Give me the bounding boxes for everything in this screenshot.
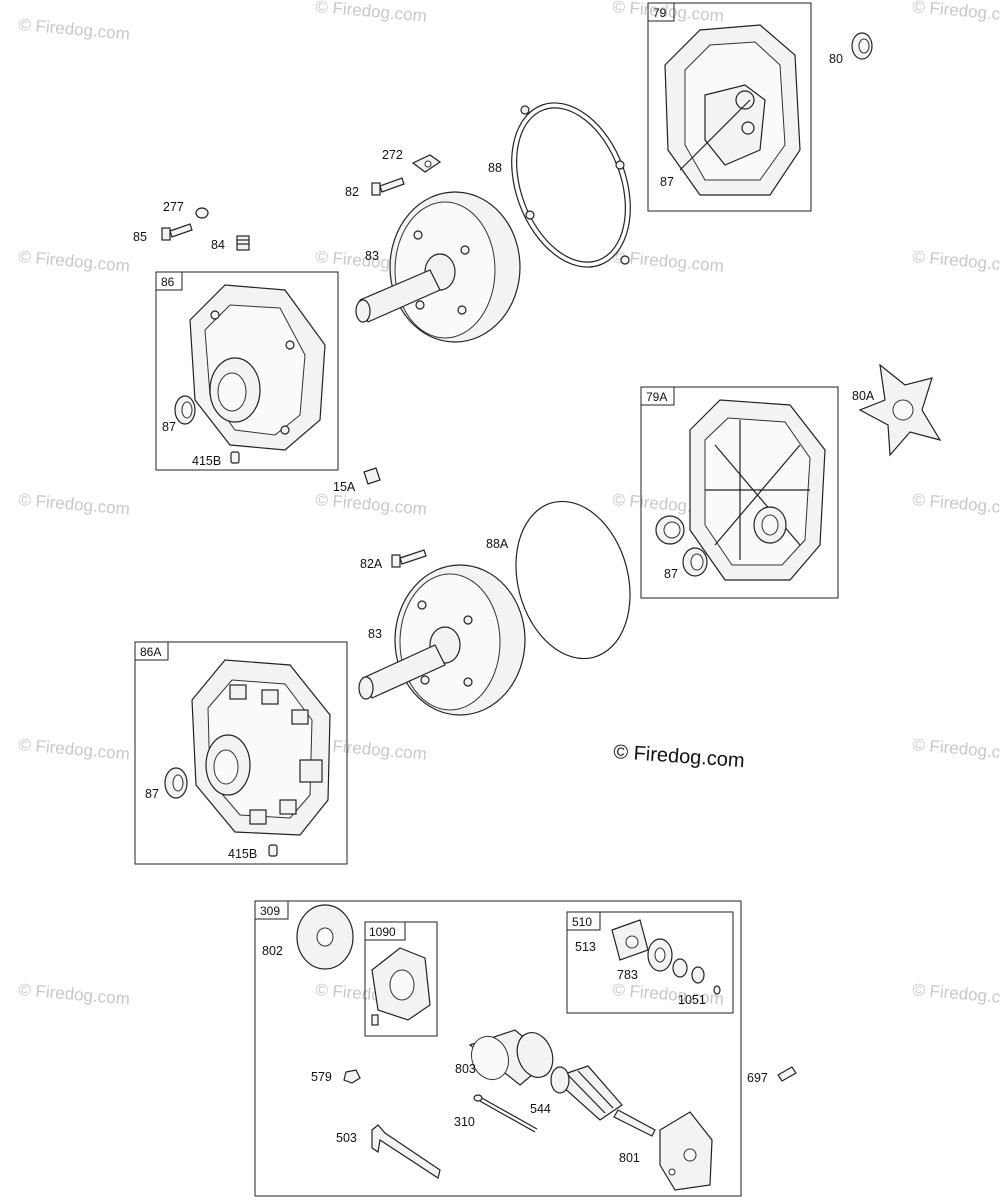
bolt-82a[interactable] xyxy=(391,549,427,568)
label-1051: 1051 xyxy=(678,993,706,1007)
label-272: 272 xyxy=(382,148,403,162)
label-544: 544 xyxy=(530,1102,551,1116)
nut-579[interactable] xyxy=(343,1069,361,1084)
watermark: © Firedog.com xyxy=(912,247,1000,276)
watermark: © Firedog.com xyxy=(18,735,131,764)
label-88: 88 xyxy=(488,161,502,175)
label-697: 697 xyxy=(747,1071,768,1085)
watermark: © Firedog.com xyxy=(18,247,131,276)
box-510[interactable] xyxy=(566,911,734,1014)
watermark: © Firedog.com xyxy=(612,0,725,26)
label-802: 802 xyxy=(262,944,283,958)
watermark: © Firedog.com xyxy=(912,735,1000,764)
bracket-503[interactable] xyxy=(371,1124,441,1179)
seal-87-79a[interactable] xyxy=(682,547,708,577)
gasket-88a[interactable] xyxy=(499,488,647,671)
label-84: 84 xyxy=(211,238,225,252)
watermark: © Firedog.com xyxy=(18,490,131,519)
box-86a[interactable] xyxy=(134,641,348,865)
seal-80[interactable] xyxy=(851,32,873,60)
cover-79a[interactable] xyxy=(689,399,826,581)
label-803: 803 xyxy=(455,1062,476,1076)
watermark: © Firedog.com xyxy=(912,980,1000,1009)
label-82: 82 xyxy=(345,185,359,199)
label-83: 83 xyxy=(365,249,379,263)
plug-84[interactable] xyxy=(236,235,250,251)
label-579: 579 xyxy=(311,1070,332,1084)
washer-272[interactable] xyxy=(411,154,442,173)
disc-802[interactable] xyxy=(296,904,354,970)
bolt-85[interactable] xyxy=(161,223,193,241)
label-87: 87 xyxy=(660,175,674,189)
rotor-83-bottom[interactable] xyxy=(358,564,526,716)
plug-15a[interactable] xyxy=(363,467,381,485)
gear-783[interactable] xyxy=(647,938,673,972)
cover-86a[interactable] xyxy=(191,659,331,836)
watermark-layer: © Firedog.com © Firedog.com © Firedog.co… xyxy=(18,0,1000,1009)
label-85: 85 xyxy=(133,230,147,244)
screw-697[interactable] xyxy=(777,1066,797,1082)
drive-513[interactable] xyxy=(611,919,649,961)
gasket-88[interactable] xyxy=(490,86,652,283)
label-80a: 80A xyxy=(852,389,875,403)
label-87: 87 xyxy=(145,787,159,801)
label-87: 87 xyxy=(162,420,176,434)
washer-277[interactable] xyxy=(195,207,209,219)
label-503: 503 xyxy=(336,1131,357,1145)
watermark: © Firedog.com xyxy=(912,0,1000,26)
bushing[interactable] xyxy=(655,515,685,545)
label-88a: 88A xyxy=(486,537,509,551)
housing-803[interactable] xyxy=(466,1028,559,1086)
label-82a: 82A xyxy=(360,557,383,571)
label-415b: 415B xyxy=(228,847,257,861)
brush-holder[interactable] xyxy=(371,947,431,1026)
plate-80a[interactable] xyxy=(858,363,942,457)
spring-1051[interactable] xyxy=(672,958,721,995)
copyright-notice: © Firedog.com xyxy=(613,741,746,772)
watermark: © Firedog.com xyxy=(315,735,428,764)
box-79a[interactable] xyxy=(640,386,839,599)
label-310: 310 xyxy=(454,1115,475,1129)
label-83: 83 xyxy=(368,627,382,641)
plug-415b[interactable] xyxy=(268,844,278,857)
seal-87-86a[interactable] xyxy=(164,767,188,799)
watermark: © Firedog.com xyxy=(612,980,725,1009)
label-87: 87 xyxy=(664,567,678,581)
box-86[interactable] xyxy=(155,271,339,471)
armature-544[interactable] xyxy=(550,1065,656,1137)
box-309-label: 309 xyxy=(260,904,280,918)
box-86a-label: 86A xyxy=(140,645,161,659)
label-277: 277 xyxy=(163,200,184,214)
box-1090-label: 1090 xyxy=(369,925,396,939)
label-415b: 415B xyxy=(192,454,221,468)
bolt-82[interactable] xyxy=(371,177,405,196)
watermark: © Firedog.com xyxy=(18,15,131,44)
plug-415b[interactable] xyxy=(230,451,240,464)
watermark: © Firedog.com xyxy=(18,980,131,1009)
label-15a: 15A xyxy=(333,480,356,494)
label-513: 513 xyxy=(575,940,596,954)
box-510-label: 510 xyxy=(572,915,592,929)
label-783: 783 xyxy=(617,968,638,982)
box-79-label: 79 xyxy=(653,6,667,20)
box-86-label: 86 xyxy=(161,275,175,289)
watermark: © Firedog.com xyxy=(315,490,428,519)
seal-87-86[interactable] xyxy=(174,395,196,425)
endcap-801[interactable] xyxy=(659,1111,713,1191)
rod-310[interactable] xyxy=(473,1094,538,1133)
watermark: © Firedog.com xyxy=(912,490,1000,519)
box-309[interactable] xyxy=(254,900,742,1197)
cover-86[interactable] xyxy=(189,284,326,451)
rotor-83-top[interactable] xyxy=(355,191,521,343)
watermark: © Firedog.com xyxy=(315,0,428,26)
box-79[interactable] xyxy=(647,2,812,212)
label-80: 80 xyxy=(829,52,843,66)
cover-79[interactable] xyxy=(664,24,801,196)
box-79a-label: 79A xyxy=(646,390,667,404)
label-801: 801 xyxy=(619,1151,640,1165)
